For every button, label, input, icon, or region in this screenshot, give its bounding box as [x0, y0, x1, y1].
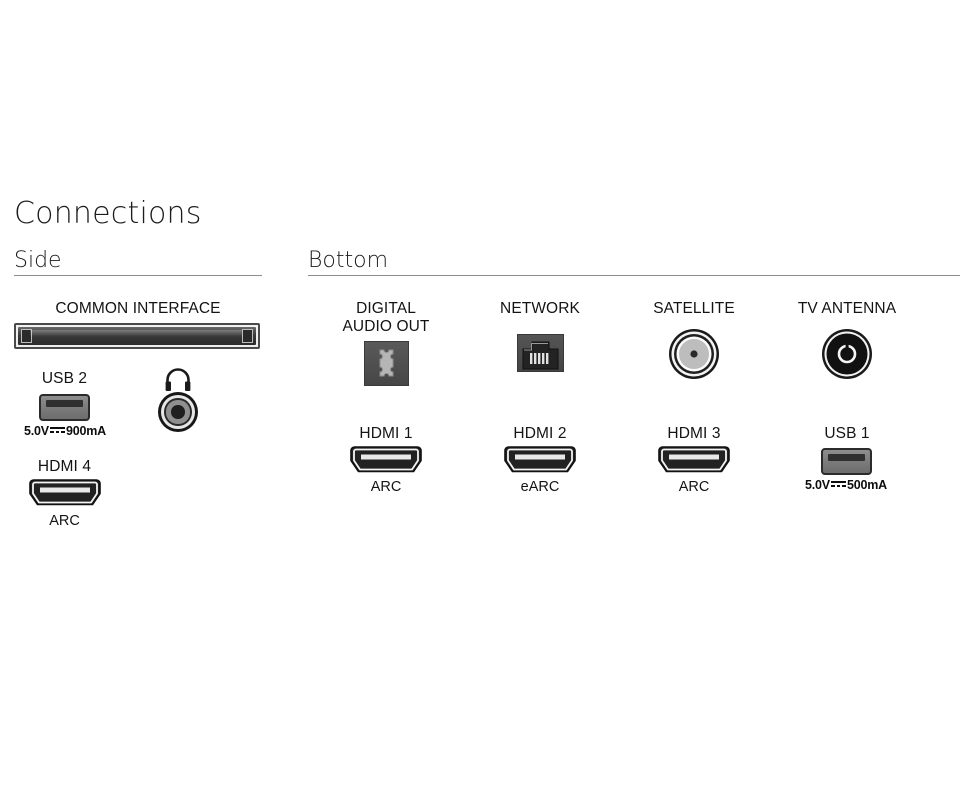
sublabel-hdmi-2-earc: eARC	[520, 479, 560, 495]
hdmi-port-icon	[657, 446, 731, 474]
label-hdmi-2: HDMI 2	[513, 425, 567, 442]
sublabel-hdmi-1-arc: ARC	[370, 479, 402, 495]
label-usb-2-power: 5.0V 900mA	[10, 424, 120, 438]
dc-symbol-icon	[49, 427, 65, 433]
hdmi-port-icon	[28, 479, 102, 507]
optical-audio-icon	[364, 341, 409, 386]
section-divider-side	[14, 275, 262, 276]
label-digital-audio-out: DIGITAL AUDIO OUT	[342, 300, 430, 335]
satellite-coax-icon	[668, 328, 720, 380]
label-common-interface: COMMON INTERFACE	[55, 300, 221, 317]
usb-port-icon	[39, 394, 90, 421]
hdmi-port-icon	[349, 446, 423, 474]
rj45-network-icon	[517, 334, 564, 372]
label-hdmi-4: HDMI 4	[37, 458, 92, 475]
usb1-voltage: 5.0V	[805, 478, 830, 492]
page-title: Connections	[14, 196, 202, 231]
ci-slot-icon	[14, 323, 260, 349]
label-usb-1: USB 1	[824, 425, 870, 442]
label-hdmi-1: HDMI 1	[359, 425, 413, 442]
headphone-icon	[164, 368, 192, 392]
label-usb-2: USB 2	[41, 370, 88, 387]
usb-port-icon	[821, 448, 872, 475]
label-satellite: SATELLITE	[653, 300, 735, 317]
label-tv-antenna: TV ANTENNA	[797, 300, 897, 317]
dc-symbol-icon	[830, 481, 846, 487]
label-usb-1-power: 5.0V 500mA	[791, 478, 901, 492]
sublabel-hdmi-3-arc: ARC	[678, 479, 710, 495]
usb1-current: 500mA	[846, 478, 887, 492]
usb2-voltage: 5.0V	[24, 424, 49, 438]
label-hdmi-3: HDMI 3	[667, 425, 721, 442]
section-divider-bottom	[308, 275, 960, 276]
antenna-coax-icon	[821, 328, 873, 380]
section-title-side: Side	[14, 248, 62, 273]
audio-jack-icon	[158, 392, 198, 432]
usb2-current: 900mA	[65, 424, 106, 438]
sublabel-hdmi-4-arc: ARC	[49, 513, 80, 529]
label-network: NETWORK	[500, 300, 580, 317]
hdmi-port-icon	[503, 446, 577, 474]
section-title-bottom: Bottom	[308, 248, 389, 273]
